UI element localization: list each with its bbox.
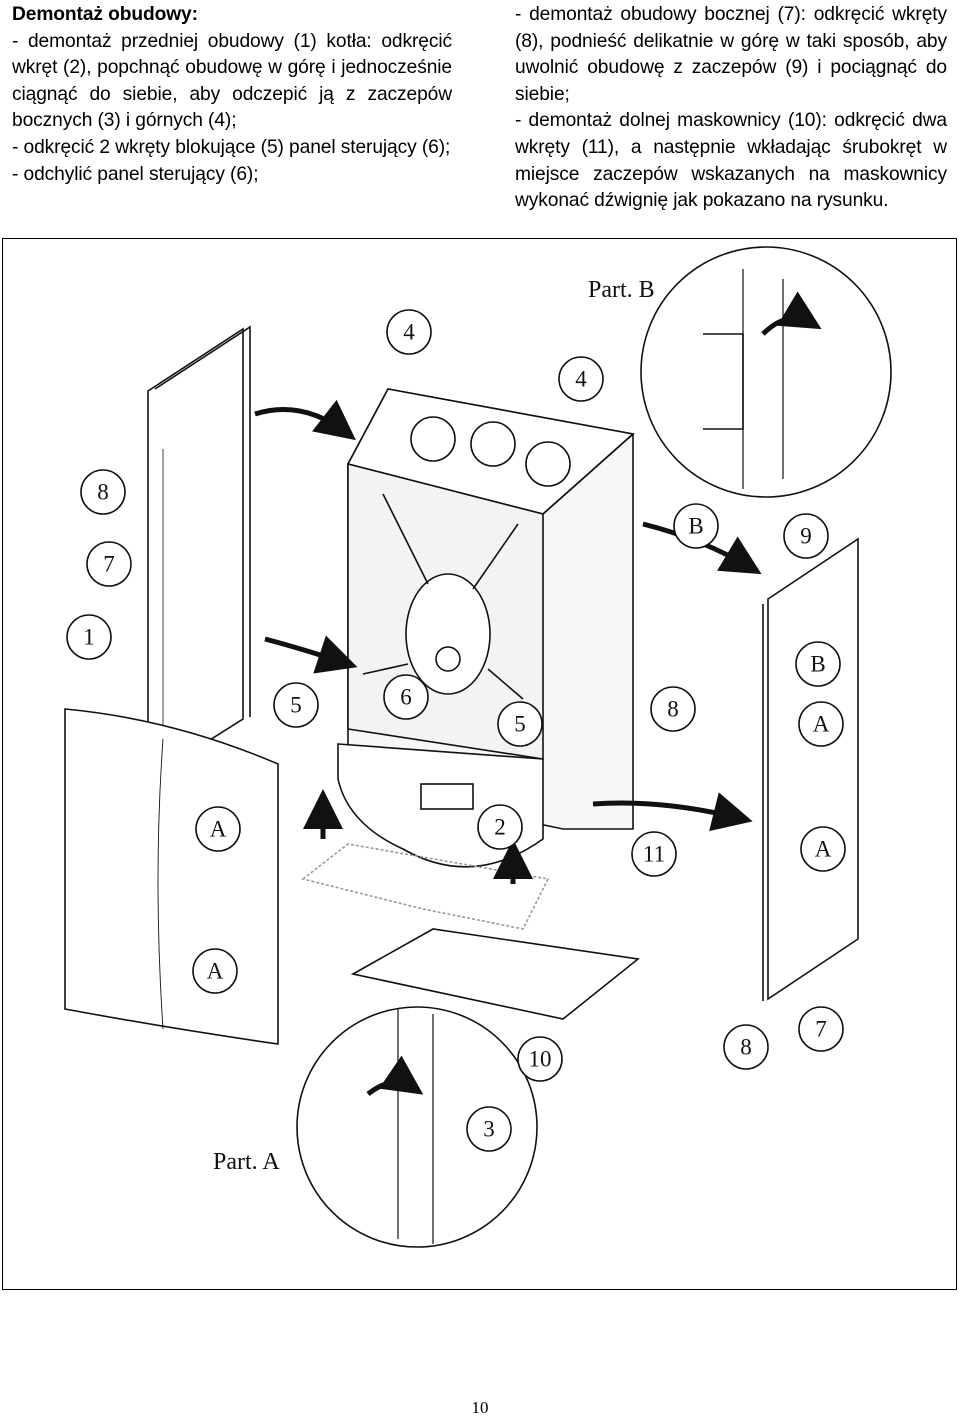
callout-1-marker (66, 614, 112, 660)
callout-b-top-marker (673, 503, 719, 549)
part-b-label: Part. B (588, 277, 655, 303)
callout-5-left: 5 (290, 693, 302, 718)
boiler-body (346, 388, 635, 830)
callout-a-right-upper-marker (798, 701, 844, 747)
callout-9: 9 (800, 524, 812, 549)
callout-6-marker (383, 674, 429, 720)
callout-11-marker (631, 831, 677, 877)
callout-4-top-marker (386, 309, 432, 355)
callout-7-right: 7 (815, 1017, 827, 1042)
callout-a-front-lower-marker (192, 948, 238, 994)
exploded-view-drawing: Part. B Part. A 4 4 8 7 1 5 6 5 B 9 8 B … (64, 246, 892, 1248)
callout-markers (66, 309, 846, 1152)
callout-a-front-upper: A (210, 817, 227, 842)
callout-b-right-marker (795, 641, 841, 687)
step-unscrew-panel-screws: - odkręcić 2 wkręty blokujące (5) panel … (12, 136, 451, 158)
callout-8-right-marker (650, 686, 696, 732)
callout-8-bottom-marker (723, 1024, 769, 1070)
step-bottom-cover: - demontaż dolnej maskownicy (10): odkrę… (515, 110, 947, 212)
callout-11: 11 (643, 842, 665, 867)
callout-5-right: 5 (514, 712, 526, 737)
callout-5-left-marker (273, 682, 319, 728)
right-side-panel (762, 537, 859, 1001)
step-front-casing: - demontaż przedniej obudowy (1) kotła: … (12, 30, 452, 132)
step-tilt-control-panel: - odchylić panel sterujący (6); (12, 163, 259, 185)
callout-10: 10 (529, 1047, 552, 1072)
instructions-left-column: Demontaż obudowy: - demontaż przedniej o… (12, 2, 452, 188)
callout-10-marker (517, 1036, 563, 1082)
callout-3: 3 (483, 1117, 495, 1142)
callout-7-left-marker (86, 541, 132, 587)
callout-a-right-lower-marker (800, 826, 846, 872)
callout-2-marker (477, 804, 523, 850)
callout-a-front-lower: A (207, 959, 224, 984)
callout-b-right: B (810, 652, 825, 677)
callout-8-left: 8 (97, 480, 109, 505)
part-a-label: Part. A (213, 1149, 280, 1175)
page-number: 10 (471, 1398, 489, 1417)
callout-4-side-marker (558, 356, 604, 402)
left-side-panel (147, 325, 251, 781)
callout-b-top: B (688, 514, 703, 539)
step-side-casing: - demontaż obudowy bocznej (7): odkręcić… (515, 4, 947, 105)
front-cover (64, 708, 279, 1045)
callout-6: 6 (400, 685, 412, 710)
part-b-detail (640, 246, 892, 498)
callout-9-marker (783, 513, 829, 559)
control-panel (337, 743, 544, 868)
disassembly-diagram: Part. B Part. A 4 4 8 7 1 5 6 5 B 9 8 B … (2, 238, 957, 1290)
callout-5-right-marker (497, 701, 543, 747)
callout-a-right-lower: A (815, 837, 832, 862)
callout-8-left-marker (80, 469, 126, 515)
callout-8-right: 8 (667, 697, 679, 722)
instructions-right-column: - demontaż obudowy bocznej (7): odkręcić… (515, 2, 947, 215)
section-heading: Demontaż obudowy: (12, 4, 198, 25)
callout-1: 1 (83, 625, 95, 650)
callout-4-top: 4 (403, 320, 415, 345)
callout-4-side: 4 (575, 367, 587, 392)
callout-a-right-upper: A (813, 712, 830, 737)
bottom-cover (301, 843, 640, 1020)
callout-a-front-upper-marker (195, 806, 241, 852)
part-a-detail (296, 1006, 538, 1248)
callout-7-left: 7 (103, 552, 115, 577)
callout-8-bottom: 8 (740, 1035, 752, 1060)
callout-7-right-marker (798, 1006, 844, 1052)
callout-3-marker (466, 1106, 512, 1152)
callout-2: 2 (494, 815, 506, 840)
